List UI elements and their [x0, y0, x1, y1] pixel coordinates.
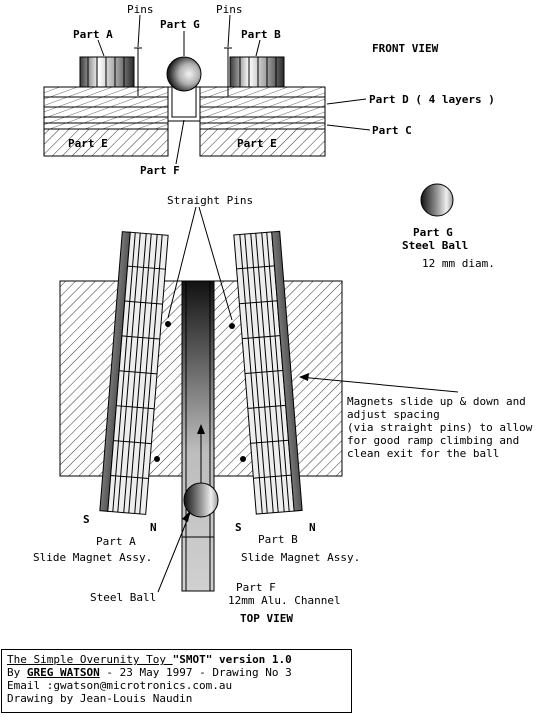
label-part-f: Part F — [140, 164, 180, 177]
part-a-magnet — [79, 56, 135, 88]
title-drawing-by: Drawing by Jean-Louis Naudin — [7, 692, 193, 705]
label-part-b: Part B — [241, 28, 281, 41]
straight-pin-right-top — [229, 323, 235, 329]
part-e-right-block — [199, 128, 326, 157]
label-part-f-desc: 12mm Alu. Channel — [228, 594, 341, 607]
label-part-a: Part A — [73, 28, 113, 41]
steel-ball-top — [183, 482, 219, 518]
part-f-channel — [167, 86, 201, 122]
straight-pin-right-bottom — [240, 456, 246, 462]
note-arrow-head-icon — [299, 373, 309, 381]
pin-right — [224, 47, 232, 96]
note-line-1: Magnets slide up & down and — [347, 395, 526, 408]
part-e-left-block — [43, 128, 169, 157]
title-date: - 23 May 1997 - Drawing No 3 — [99, 666, 292, 679]
top-view-heading: TOP VIEW — [240, 612, 293, 625]
label-part-b-top: Part B — [258, 533, 298, 546]
legend-part-g: Part G — [413, 226, 453, 239]
note-line-5: clean exit for the ball — [347, 447, 499, 460]
front-view: Part A Pins Part G Pins Part B FRONT VIE… — [43, 3, 495, 177]
arrow-head-icon — [197, 424, 205, 434]
title-by: By — [7, 666, 27, 679]
title-version: version 1.0 — [212, 653, 292, 666]
label-part-e-left: Part E — [68, 137, 108, 150]
title-line-2: By GREG WATSON - 23 May 1997 - Drawing N… — [7, 666, 346, 679]
left-s-pole: S — [83, 513, 90, 526]
label-part-a-desc: Slide Magnet Assy. — [33, 551, 152, 564]
right-s-pole: S — [235, 521, 242, 534]
title-author: GREG WATSON — [26, 666, 100, 679]
legend-size: 12 mm diam. — [422, 257, 495, 270]
label-part-e-right: Part E — [237, 137, 277, 150]
front-view-heading: FRONT VIEW — [372, 42, 439, 55]
part-b-magnet — [229, 56, 285, 88]
title-email: Email :gwatson@microtronics.com.au — [7, 679, 233, 692]
top-view: Straight Pins Magnets slide up & down an… — [33, 194, 533, 625]
label-part-b-desc: Slide Magnet Assy. — [241, 551, 360, 564]
straight-pin-left-top — [165, 321, 171, 327]
label-part-g: Part G — [160, 18, 200, 31]
label-pins-left: Pins — [127, 3, 154, 16]
legend-steel-ball: Steel Ball — [402, 239, 468, 252]
note-line-3: (via straight pins) to allow — [347, 421, 533, 434]
part-g-ball-legend — [420, 183, 454, 217]
label-part-f-top: Part F — [236, 581, 276, 594]
part-a-slide-magnet — [99, 231, 169, 515]
title-line-1: The Simple Overunity Toy "SMOT" version … — [7, 653, 346, 666]
label-steel-ball-top: Steel Ball — [90, 591, 156, 604]
note-line-2: adjust spacing — [347, 408, 440, 421]
label-part-d: Part D ( 4 layers ) — [369, 93, 495, 106]
title-smot: "SMOT" — [172, 653, 213, 666]
adjust-note: Magnets slide up & down and adjust spaci… — [299, 373, 533, 460]
straight-pin-left-bottom — [154, 456, 160, 462]
title-text: The Simple Overunity Toy — [7, 653, 173, 666]
part-f-channel-top — [181, 280, 215, 592]
title-block: The Simple Overunity Toy "SMOT" version … — [1, 649, 352, 713]
label-straight-pins: Straight Pins — [167, 194, 253, 207]
left-n-pole: N — [150, 521, 157, 534]
label-part-a-top: Part A — [96, 535, 136, 548]
ball-legend: Part G Steel Ball 12 mm diam. — [402, 183, 495, 270]
part-b-slide-magnet — [233, 230, 303, 515]
note-line-4: for good ramp climbing and — [347, 434, 519, 447]
pin-left — [134, 47, 142, 96]
right-n-pole: N — [309, 521, 316, 534]
part-d-layers — [43, 86, 326, 130]
label-pins-right: Pins — [216, 3, 243, 16]
label-part-c: Part C — [372, 124, 412, 137]
steel-ball-arrow-head-icon — [182, 511, 190, 522]
part-g-ball-front — [166, 56, 202, 92]
